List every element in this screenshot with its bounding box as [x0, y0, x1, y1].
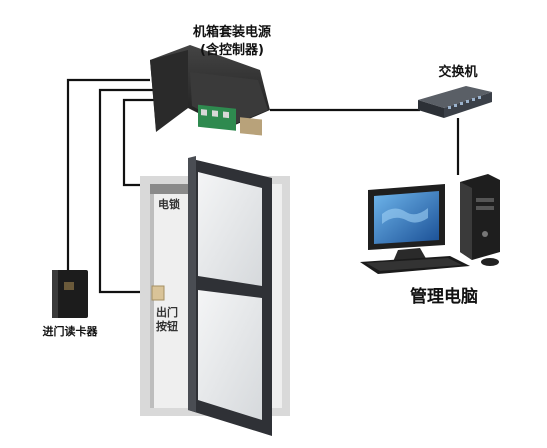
controller-board [198, 104, 236, 131]
power-box-label-line1: 机箱套装电源 [193, 24, 271, 40]
pc-monitor [368, 184, 445, 264]
network-switch [418, 86, 492, 118]
card-reader [52, 270, 88, 318]
card-reader-label: 进门读卡器 [43, 324, 99, 338]
exit-button [151, 285, 165, 301]
power-box-label-line2: (含控制器) [200, 42, 264, 58]
electric-lock [150, 184, 188, 194]
management-pc [360, 174, 500, 274]
wires [66, 78, 460, 294]
pc-tower [460, 174, 500, 260]
wire-card-reader [66, 78, 150, 270]
exit-button-label-line2: 按钮 [156, 319, 178, 333]
switch-label: 交换机 [438, 64, 477, 80]
door-glass-upper [198, 172, 262, 286]
door-glass-lower [198, 290, 262, 420]
pc-mouse [481, 258, 499, 266]
management-pc-label: 管理电脑 [410, 286, 478, 307]
card-reader-logo [64, 282, 74, 290]
wire-electric-lock [122, 98, 165, 187]
wire-exit-button [98, 88, 158, 294]
electric-lock-label: 电锁 [158, 197, 180, 211]
exit-button-label-line1: 出门 [156, 305, 178, 319]
power-box [150, 45, 270, 136]
open-door [188, 156, 272, 436]
